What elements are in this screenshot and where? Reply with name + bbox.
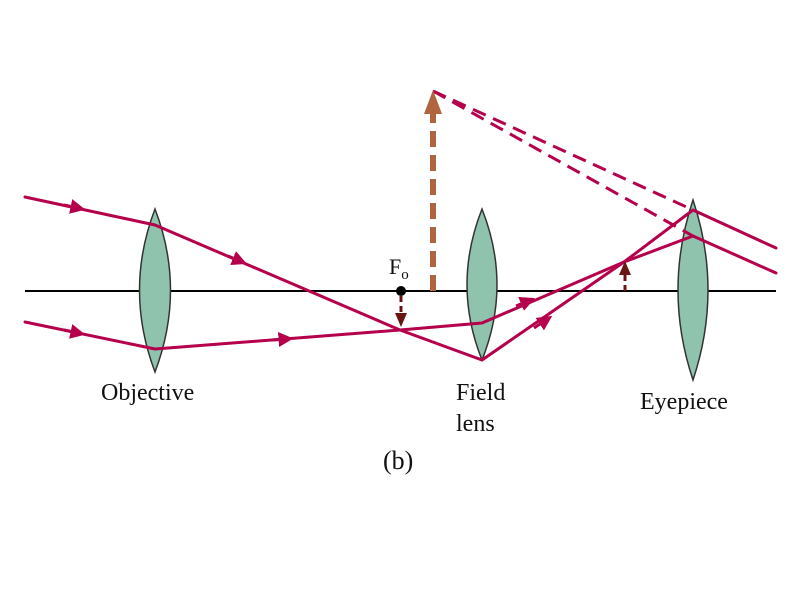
virtual-ray-upper xyxy=(432,89,694,212)
ray-arrow xyxy=(515,296,535,311)
ray-arrow xyxy=(227,251,247,266)
objective-label: Objective xyxy=(101,380,194,406)
focal-point-label: Fo xyxy=(389,254,409,283)
focal-point-marker xyxy=(396,286,406,296)
objective-lens xyxy=(138,206,172,375)
field-lens-label-line2: lens xyxy=(456,411,495,437)
eyepiece-lens xyxy=(677,197,709,383)
virtual-ray-lower xyxy=(432,89,694,238)
ray-arrow xyxy=(271,332,294,348)
ray-upper xyxy=(23,195,778,362)
focal-point-letter: F xyxy=(389,254,401,279)
ray-arrow xyxy=(533,315,553,331)
intermediate-image-arrowhead xyxy=(619,261,631,275)
field-lens-label-line1: Field xyxy=(456,380,505,406)
final-image-arrowhead xyxy=(424,90,442,114)
focal-point-subscript: o xyxy=(401,267,409,283)
panel-label: (b) xyxy=(383,446,413,475)
field-lens xyxy=(466,206,498,363)
ray-arrow xyxy=(63,199,86,214)
ray-arrow xyxy=(63,324,86,339)
eyepiece-label: Eyepiece xyxy=(640,389,728,415)
objective-image-arrowhead xyxy=(395,313,407,327)
